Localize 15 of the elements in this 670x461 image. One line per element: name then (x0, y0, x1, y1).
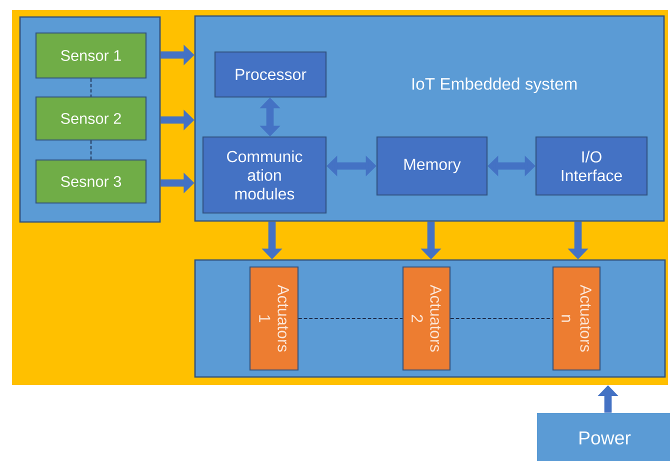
dashed-line (450, 318, 552, 320)
module-box: I/O Interface (535, 136, 648, 196)
dashed-line (90, 78, 92, 96)
module-box: Memory (376, 136, 488, 196)
actuator-box: Actuators 1 (249, 266, 299, 371)
sensor-box: Sensor 1 (35, 32, 147, 79)
sensor-box: Sesnor 3 (35, 159, 147, 204)
module-box: Processor (214, 51, 327, 98)
dashed-line (90, 140, 92, 160)
dashed-line (298, 318, 402, 320)
actuator-box: Actuators 2 (402, 266, 451, 371)
power-box: Power (537, 413, 670, 461)
actuator-box: Actuators n (552, 266, 601, 371)
sensor-box: Sensor 2 (35, 96, 147, 141)
module-box: Communic ation modules (202, 136, 327, 214)
